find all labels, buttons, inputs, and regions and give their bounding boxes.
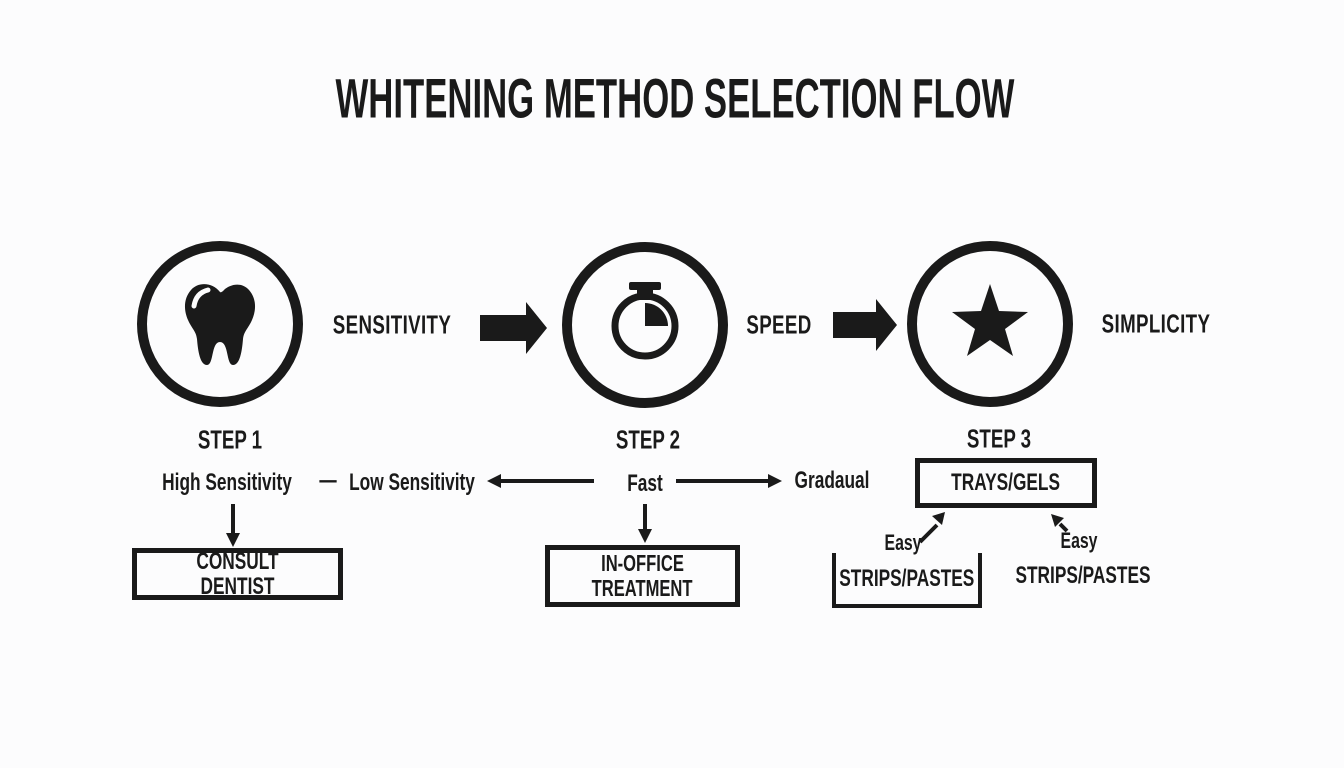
step2-circle (562, 242, 728, 408)
arrow-high-sensitivity-down (226, 504, 240, 547)
easy-right-label: Easy (1060, 528, 1098, 553)
stopwatch-icon (611, 282, 679, 360)
criterion-simplicity: SIMPLICITY (1101, 308, 1211, 339)
easy-left-label: Easy (884, 530, 922, 555)
star-icon (952, 283, 1028, 356)
step3-label: STEP 3 (966, 423, 1032, 454)
arrow-fast-down (638, 504, 652, 543)
criterion-speed: SPEED (746, 309, 812, 340)
strips-pastes-text: STRIPS/PASTES (1015, 562, 1151, 589)
page-title: WHITENING METHOD SELECTION FLOW (335, 66, 1015, 130)
arrow-fast-to-low-sensitivity (487, 474, 594, 488)
step3-circle (907, 241, 1073, 407)
arrow-fast-to-gradual (676, 474, 782, 488)
fast-label: Fast (627, 470, 663, 497)
low-sensitivity-label: Low Sensitivity (349, 469, 475, 496)
step1-label: STEP 1 (197, 424, 263, 455)
arrow-step1-to-step2 (480, 302, 547, 354)
dash-separator: — (319, 467, 337, 494)
in-office-treatment-box: IN-OFFICE TREATMENT (545, 545, 740, 607)
step1-circle (137, 241, 303, 407)
consult-dentist-box: CONSULT DENTIST (132, 548, 343, 600)
arrow-step2-to-step3 (833, 299, 897, 351)
high-sensitivity-label: High Sensitivity (162, 469, 292, 496)
trays-gels-box: TRAYS/GELS (915, 458, 1097, 508)
criterion-sensitivity: SENSITIVITY (332, 309, 452, 340)
gradual-label: Gradaual (794, 467, 870, 494)
tooth-icon (184, 284, 256, 365)
strips-pastes-box: STRIPS/PASTES (832, 553, 982, 608)
step2-label: STEP 2 (615, 424, 681, 455)
